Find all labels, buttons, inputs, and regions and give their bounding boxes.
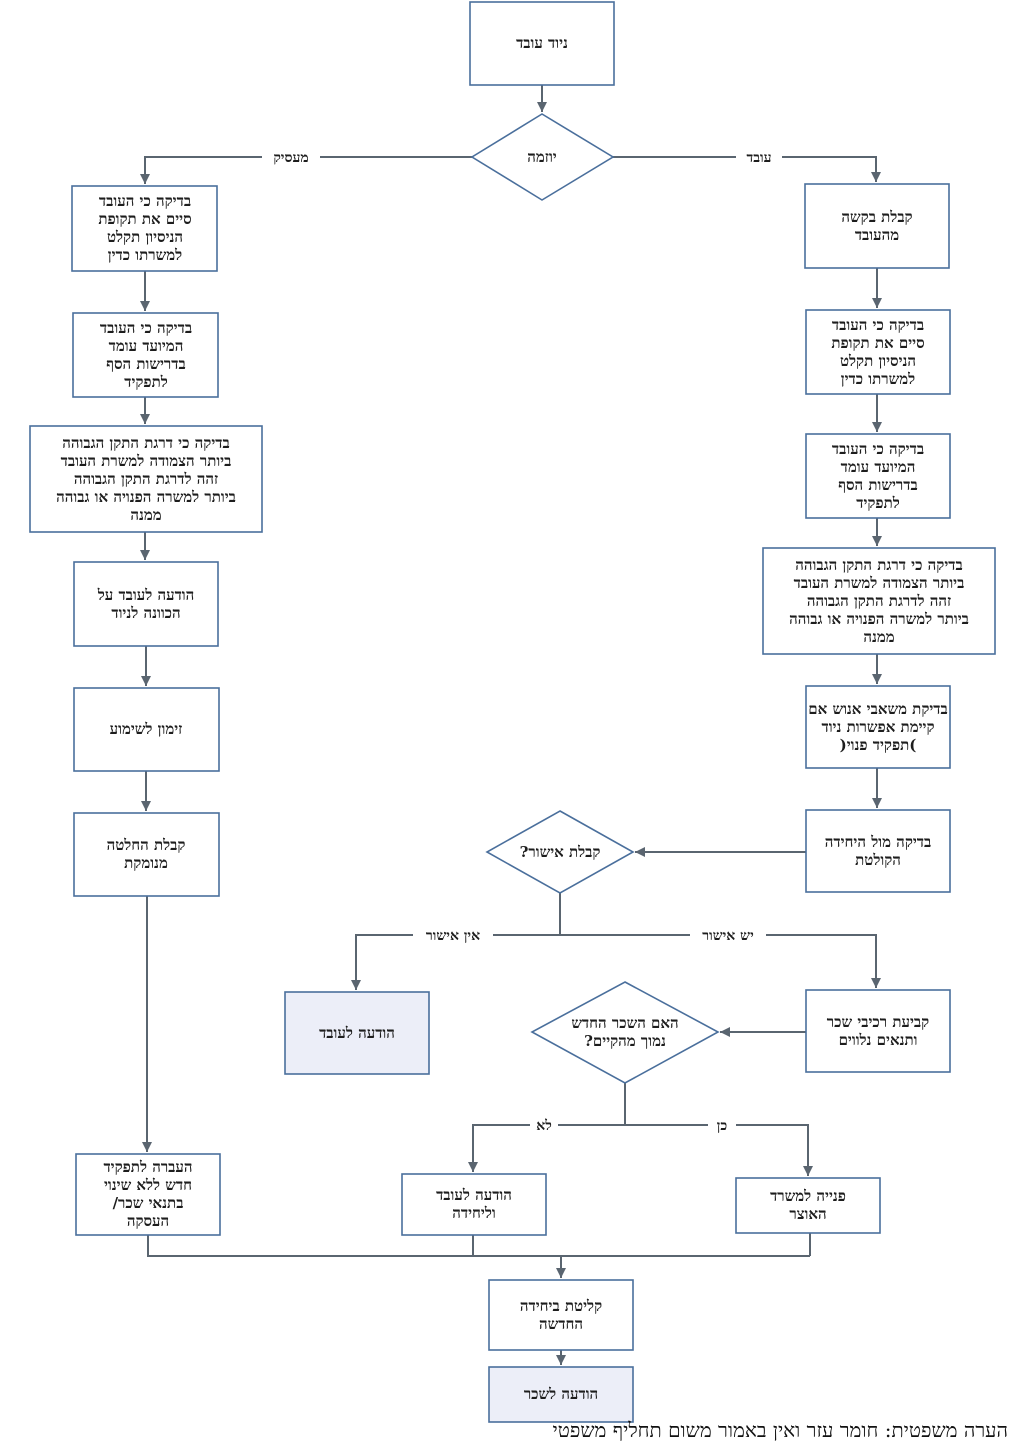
edge-label-employee: עובד (747, 150, 772, 166)
start-label: ניוד עובד (516, 34, 568, 52)
right-rank-box (762, 547, 996, 655)
absorb-box (488, 1279, 634, 1351)
right-threshold-box (805, 433, 951, 519)
right-unit-check-box (805, 809, 951, 893)
edge-yes (625, 1124, 813, 1176)
edge-label-yes: כן (717, 1118, 728, 1134)
right-request-box (804, 183, 950, 269)
initiator-diamond (470, 113, 615, 201)
edge-label-has-approval: יש אישור (702, 928, 754, 944)
notify-employee-box (284, 991, 430, 1075)
edge-label-employer: מעסיק (273, 150, 308, 166)
salary-question-diamond (530, 981, 720, 1084)
start-box (469, 1, 615, 86)
edge-has-approval (560, 934, 881, 988)
left-hearing-label: זימון לשימוע (110, 720, 183, 738)
edge-label-no-approval: אין אישור (426, 928, 480, 944)
notify-unit-box (401, 1173, 547, 1236)
approval-label: קבלת אישור? (520, 843, 601, 861)
payroll-label: הודעה לשכר (524, 1385, 598, 1403)
approval-diamond (485, 810, 635, 894)
edge-initiator-to-employer (140, 156, 472, 184)
left-decision-box (73, 812, 220, 897)
edge-merge-bottom (147, 1235, 810, 1257)
left-notify-box (73, 561, 219, 647)
right-hr-check-box (805, 685, 951, 769)
legal-note: הערה משפטית: חומר עזר ואין באמור משום תח… (552, 1418, 1008, 1442)
left-hearing-box (73, 687, 220, 772)
initiator-label: יוזמה (527, 148, 557, 166)
set-salary-box (805, 989, 951, 1073)
edge-no (468, 1124, 625, 1172)
edge-label-no: לא (536, 1118, 552, 1134)
finance-box (735, 1177, 881, 1234)
left-probation-box (71, 185, 218, 272)
edge-initiator-to-employee (613, 156, 881, 182)
right-probation-box (805, 309, 951, 395)
payroll-box (488, 1366, 634, 1423)
left-threshold-box (72, 312, 219, 398)
left-transfer-box (75, 1153, 221, 1236)
notify-employee-label: הודעה לעובד (319, 1024, 395, 1042)
left-rank-box (29, 425, 263, 533)
